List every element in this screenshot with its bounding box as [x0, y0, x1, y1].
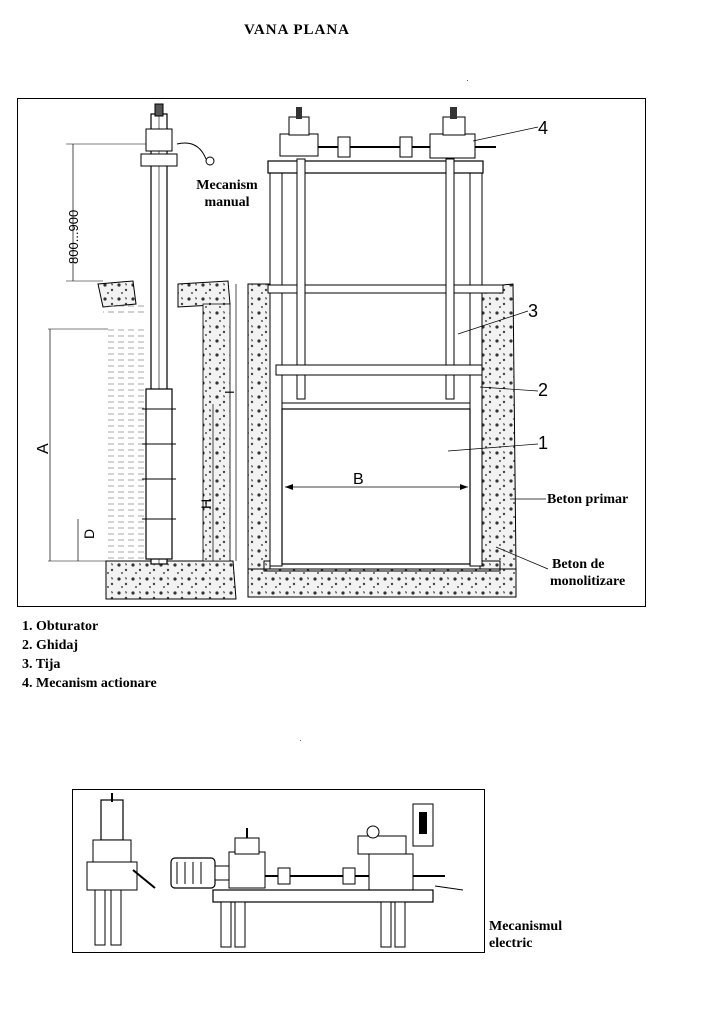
legend-item-4: 4. Mecanism actionare: [22, 676, 157, 691]
callout-3: 3: [528, 301, 538, 321]
legend-item-2: 2. Ghidaj: [22, 638, 79, 653]
electric-mechanism-drawing: [86, 793, 464, 948]
dim-H: H: [198, 499, 214, 509]
label-mecanism-manual: Mecanism manual: [191, 177, 263, 211]
side-section-view: 800...900 A D H I: [35, 103, 237, 600]
dim-B: B: [353, 471, 364, 488]
label-mecanism-manual-line2: manual: [204, 195, 250, 210]
gate-drawing-frame: 800...900 A D H I: [17, 98, 646, 607]
dim-800-900: 800...900: [66, 210, 81, 264]
speck: [467, 80, 468, 81]
label-mecanism-electric-line1: Mecanismul: [489, 919, 563, 934]
label-beton-primar: Beton primar: [547, 492, 629, 507]
gate-drawing: 800...900 A D H I: [35, 103, 549, 600]
label-mecanism-electric: Mecanismul electric: [489, 918, 562, 952]
label-beton-monolitizare: Beton de monolitizare: [550, 556, 625, 590]
dim-I: I: [222, 390, 237, 394]
callout-1: 1: [538, 433, 548, 453]
legend: 1. Obturator 2. Ghidaj 3. Tija 4. Mecani…: [22, 617, 157, 693]
electric-mechanism-frame: [72, 789, 485, 953]
label-mecanism-electric-line2: electric: [489, 936, 533, 951]
label-beton-monolitizare-line1: Beton de: [552, 557, 605, 572]
front-view: B 4 3 2 1: [247, 107, 549, 598]
label-beton-monolitizare-line2: monolitizare: [550, 574, 626, 589]
dim-D: D: [81, 529, 97, 539]
page-title: VANA PLANA: [244, 22, 350, 38]
speck: [300, 740, 301, 741]
label-mecanism-manual-line1: Mecanism: [196, 178, 258, 193]
legend-item-3: 3. Tija: [22, 657, 61, 672]
legend-item-1: 1. Obturator: [22, 619, 99, 634]
callout-4: 4: [538, 118, 548, 138]
dim-A: A: [35, 443, 52, 454]
callout-2: 2: [538, 380, 548, 400]
